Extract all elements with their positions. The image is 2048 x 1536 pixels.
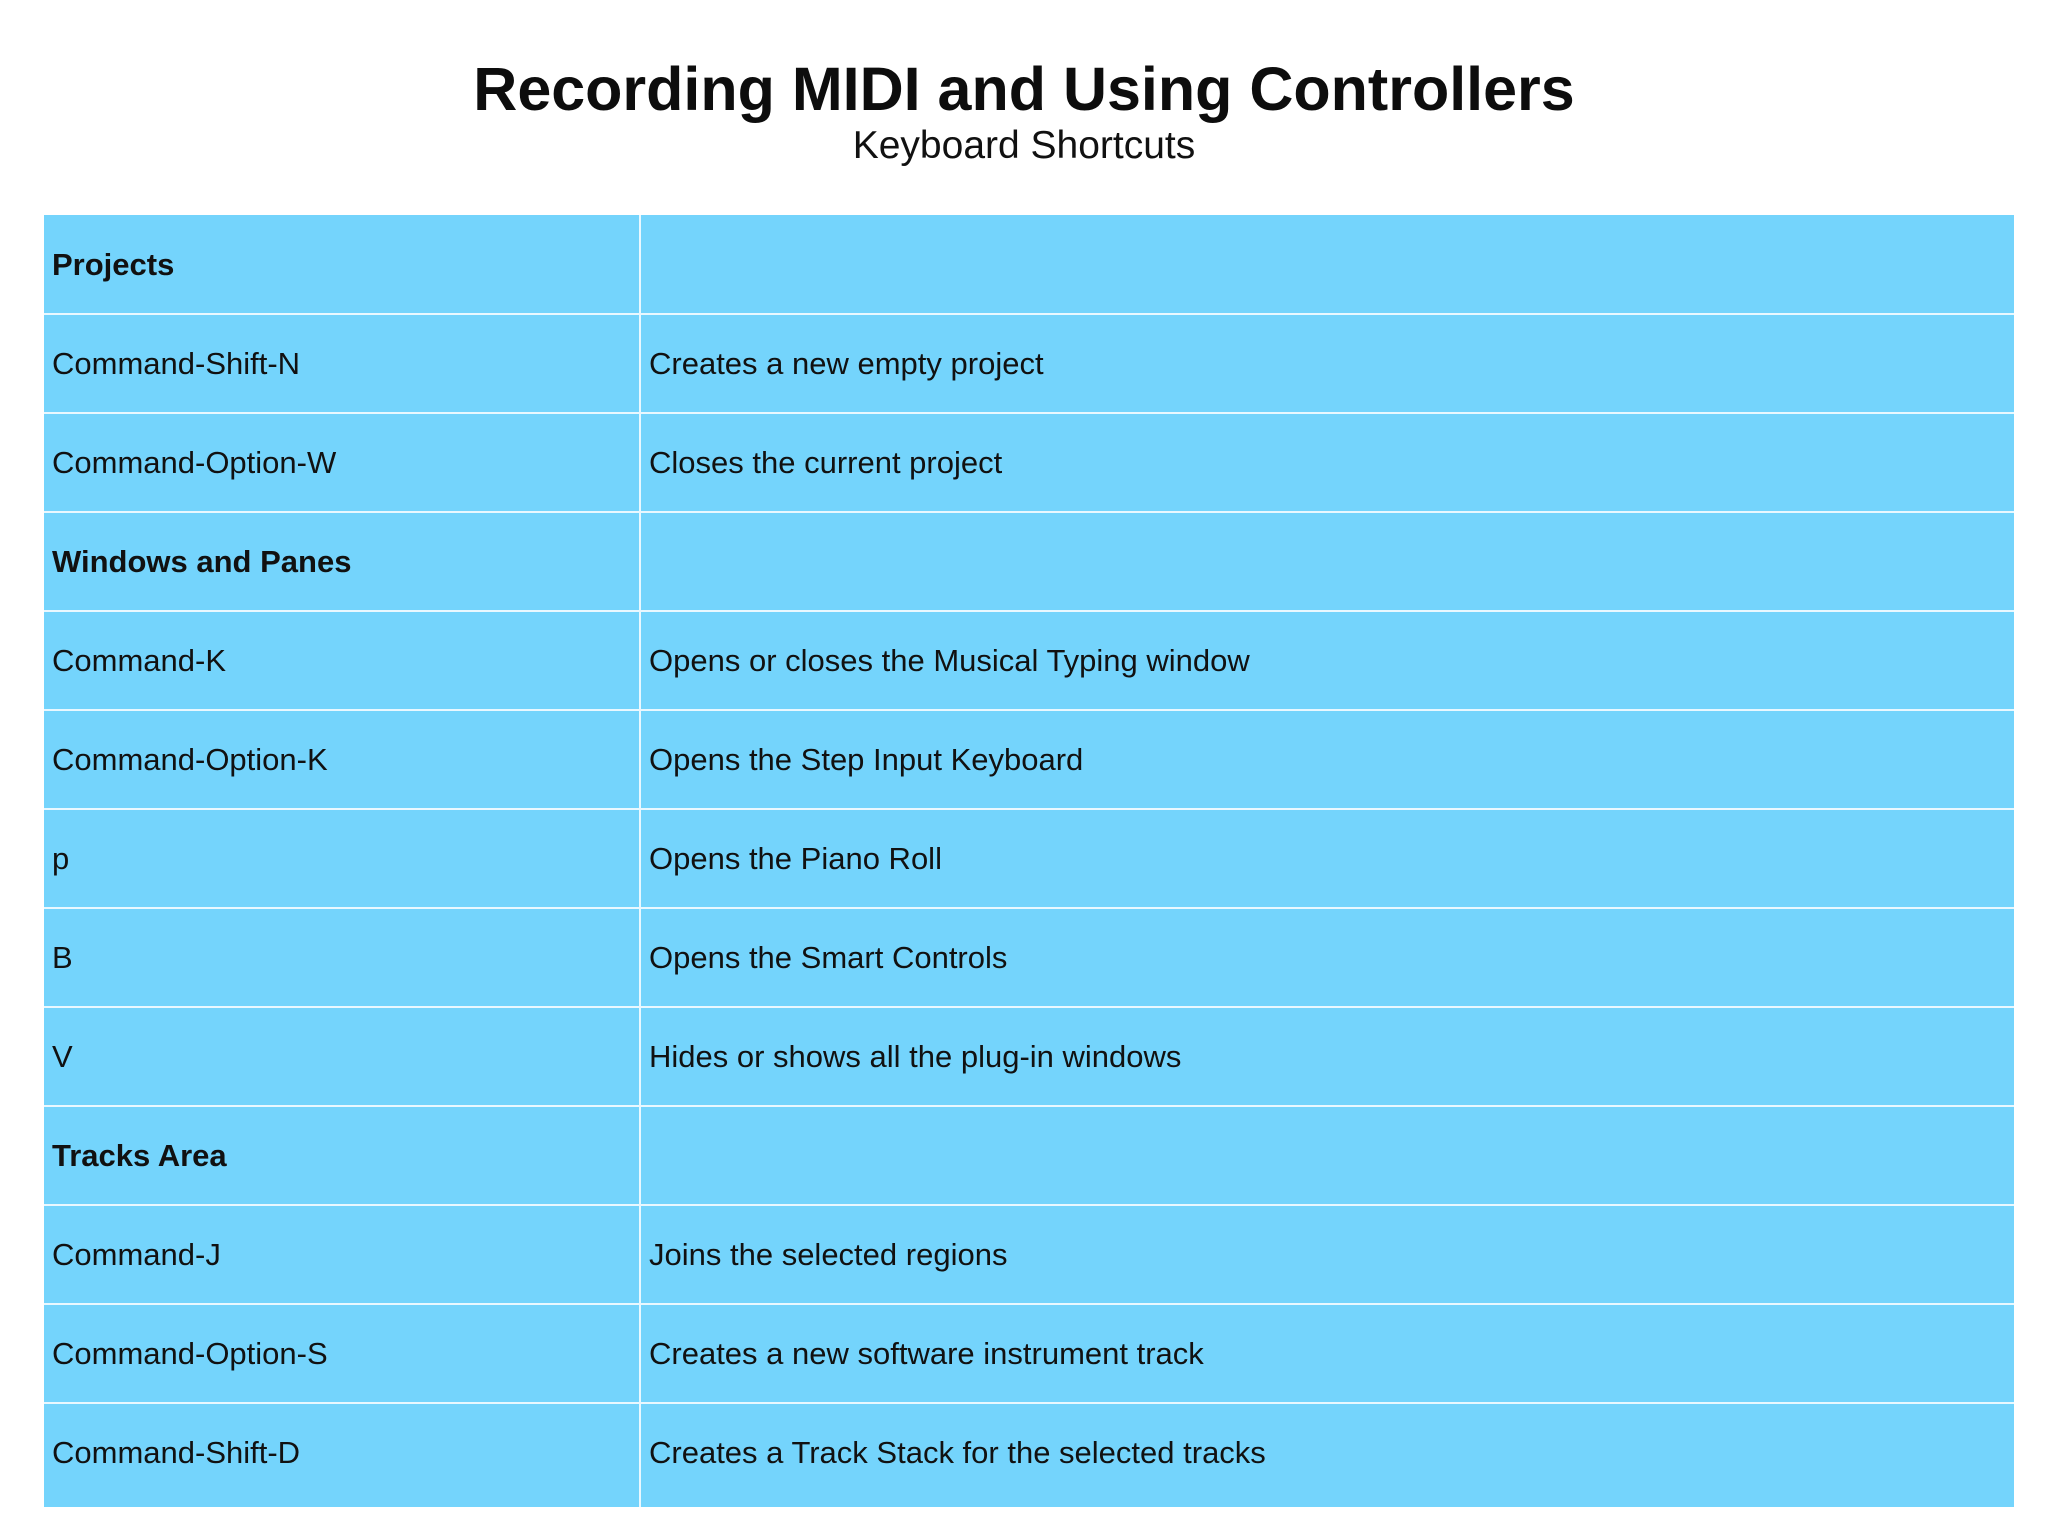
section-heading: Projects (52, 247, 175, 282)
section-row-projects: Projects (44, 215, 2014, 314)
table-row: Command-Shift-D Creates a Track Stack fo… (44, 1403, 2014, 1502)
shortcut-description: Opens the Step Input Keyboard (649, 742, 1084, 777)
section-heading: Tracks Area (52, 1138, 227, 1173)
table-row: Command-Option-K Opens the Step Input Ke… (44, 710, 2014, 809)
shortcut-key: Command-Shift-N (52, 346, 301, 381)
shortcut-description: Closes the current project (649, 445, 1003, 480)
row-divider (44, 412, 2014, 414)
shortcut-description: Creates a Track Stack for the selected t… (649, 1435, 1266, 1470)
section-heading: Windows and Panes (52, 544, 352, 579)
row-divider (44, 511, 2014, 513)
shortcut-key: Command-J (52, 1237, 221, 1272)
table-row: Command-Option-S Creates a new software … (44, 1304, 2014, 1403)
shortcut-description: Opens the Smart Controls (649, 940, 1008, 975)
shortcut-key: Command-Shift-D (52, 1435, 301, 1470)
shortcut-key: Command-Option-S (52, 1336, 328, 1371)
shortcut-key: B (52, 940, 73, 975)
row-divider (44, 907, 2014, 909)
table-row: V Hides or shows all the plug-in windows (44, 1007, 2014, 1106)
shortcuts-table: Projects Command-Shift-N Creates a new e… (44, 215, 2014, 1507)
row-divider (44, 1006, 2014, 1008)
table-row: Command-Shift-N Creates a new empty proj… (44, 314, 2014, 413)
shortcut-description: Creates a new software instrument track (649, 1336, 1204, 1371)
row-divider (44, 1105, 2014, 1107)
row-divider (44, 610, 2014, 612)
row-divider (44, 1303, 2014, 1305)
shortcut-key: V (52, 1039, 73, 1074)
shortcut-description: Hides or shows all the plug-in windows (649, 1039, 1182, 1074)
table-row: Command-K Opens or closes the Musical Ty… (44, 611, 2014, 710)
shortcut-description: Opens or closes the Musical Typing windo… (649, 643, 1250, 678)
shortcut-key: Command-Option-K (52, 742, 328, 777)
shortcut-description: Joins the selected regions (649, 1237, 1008, 1272)
table-row: Command-J Joins the selected regions (44, 1205, 2014, 1304)
shortcut-key: p (52, 841, 70, 876)
shortcut-key: Command-Option-W (52, 445, 337, 480)
section-row-windows-and-panes: Windows and Panes (44, 512, 2014, 611)
table-row: p Opens the Piano Roll (44, 809, 2014, 908)
row-divider (44, 313, 2014, 315)
row-divider (44, 1204, 2014, 1206)
section-row-tracks-area: Tracks Area (44, 1106, 2014, 1205)
table-row: B Opens the Smart Controls (44, 908, 2014, 1007)
shortcut-key: Command-K (52, 643, 226, 678)
shortcut-description: Creates a new empty project (649, 346, 1044, 381)
row-divider (44, 1402, 2014, 1404)
row-divider (44, 709, 2014, 711)
column-divider (639, 215, 641, 1507)
page-title: Recording MIDI and Using Controllers (473, 55, 1575, 123)
table-row: Command-Option-W Closes the current proj… (44, 413, 2014, 512)
shortcut-description: Opens the Piano Roll (649, 841, 942, 876)
row-divider (44, 808, 2014, 810)
page-subtitle: Keyboard Shortcuts (852, 124, 1196, 167)
